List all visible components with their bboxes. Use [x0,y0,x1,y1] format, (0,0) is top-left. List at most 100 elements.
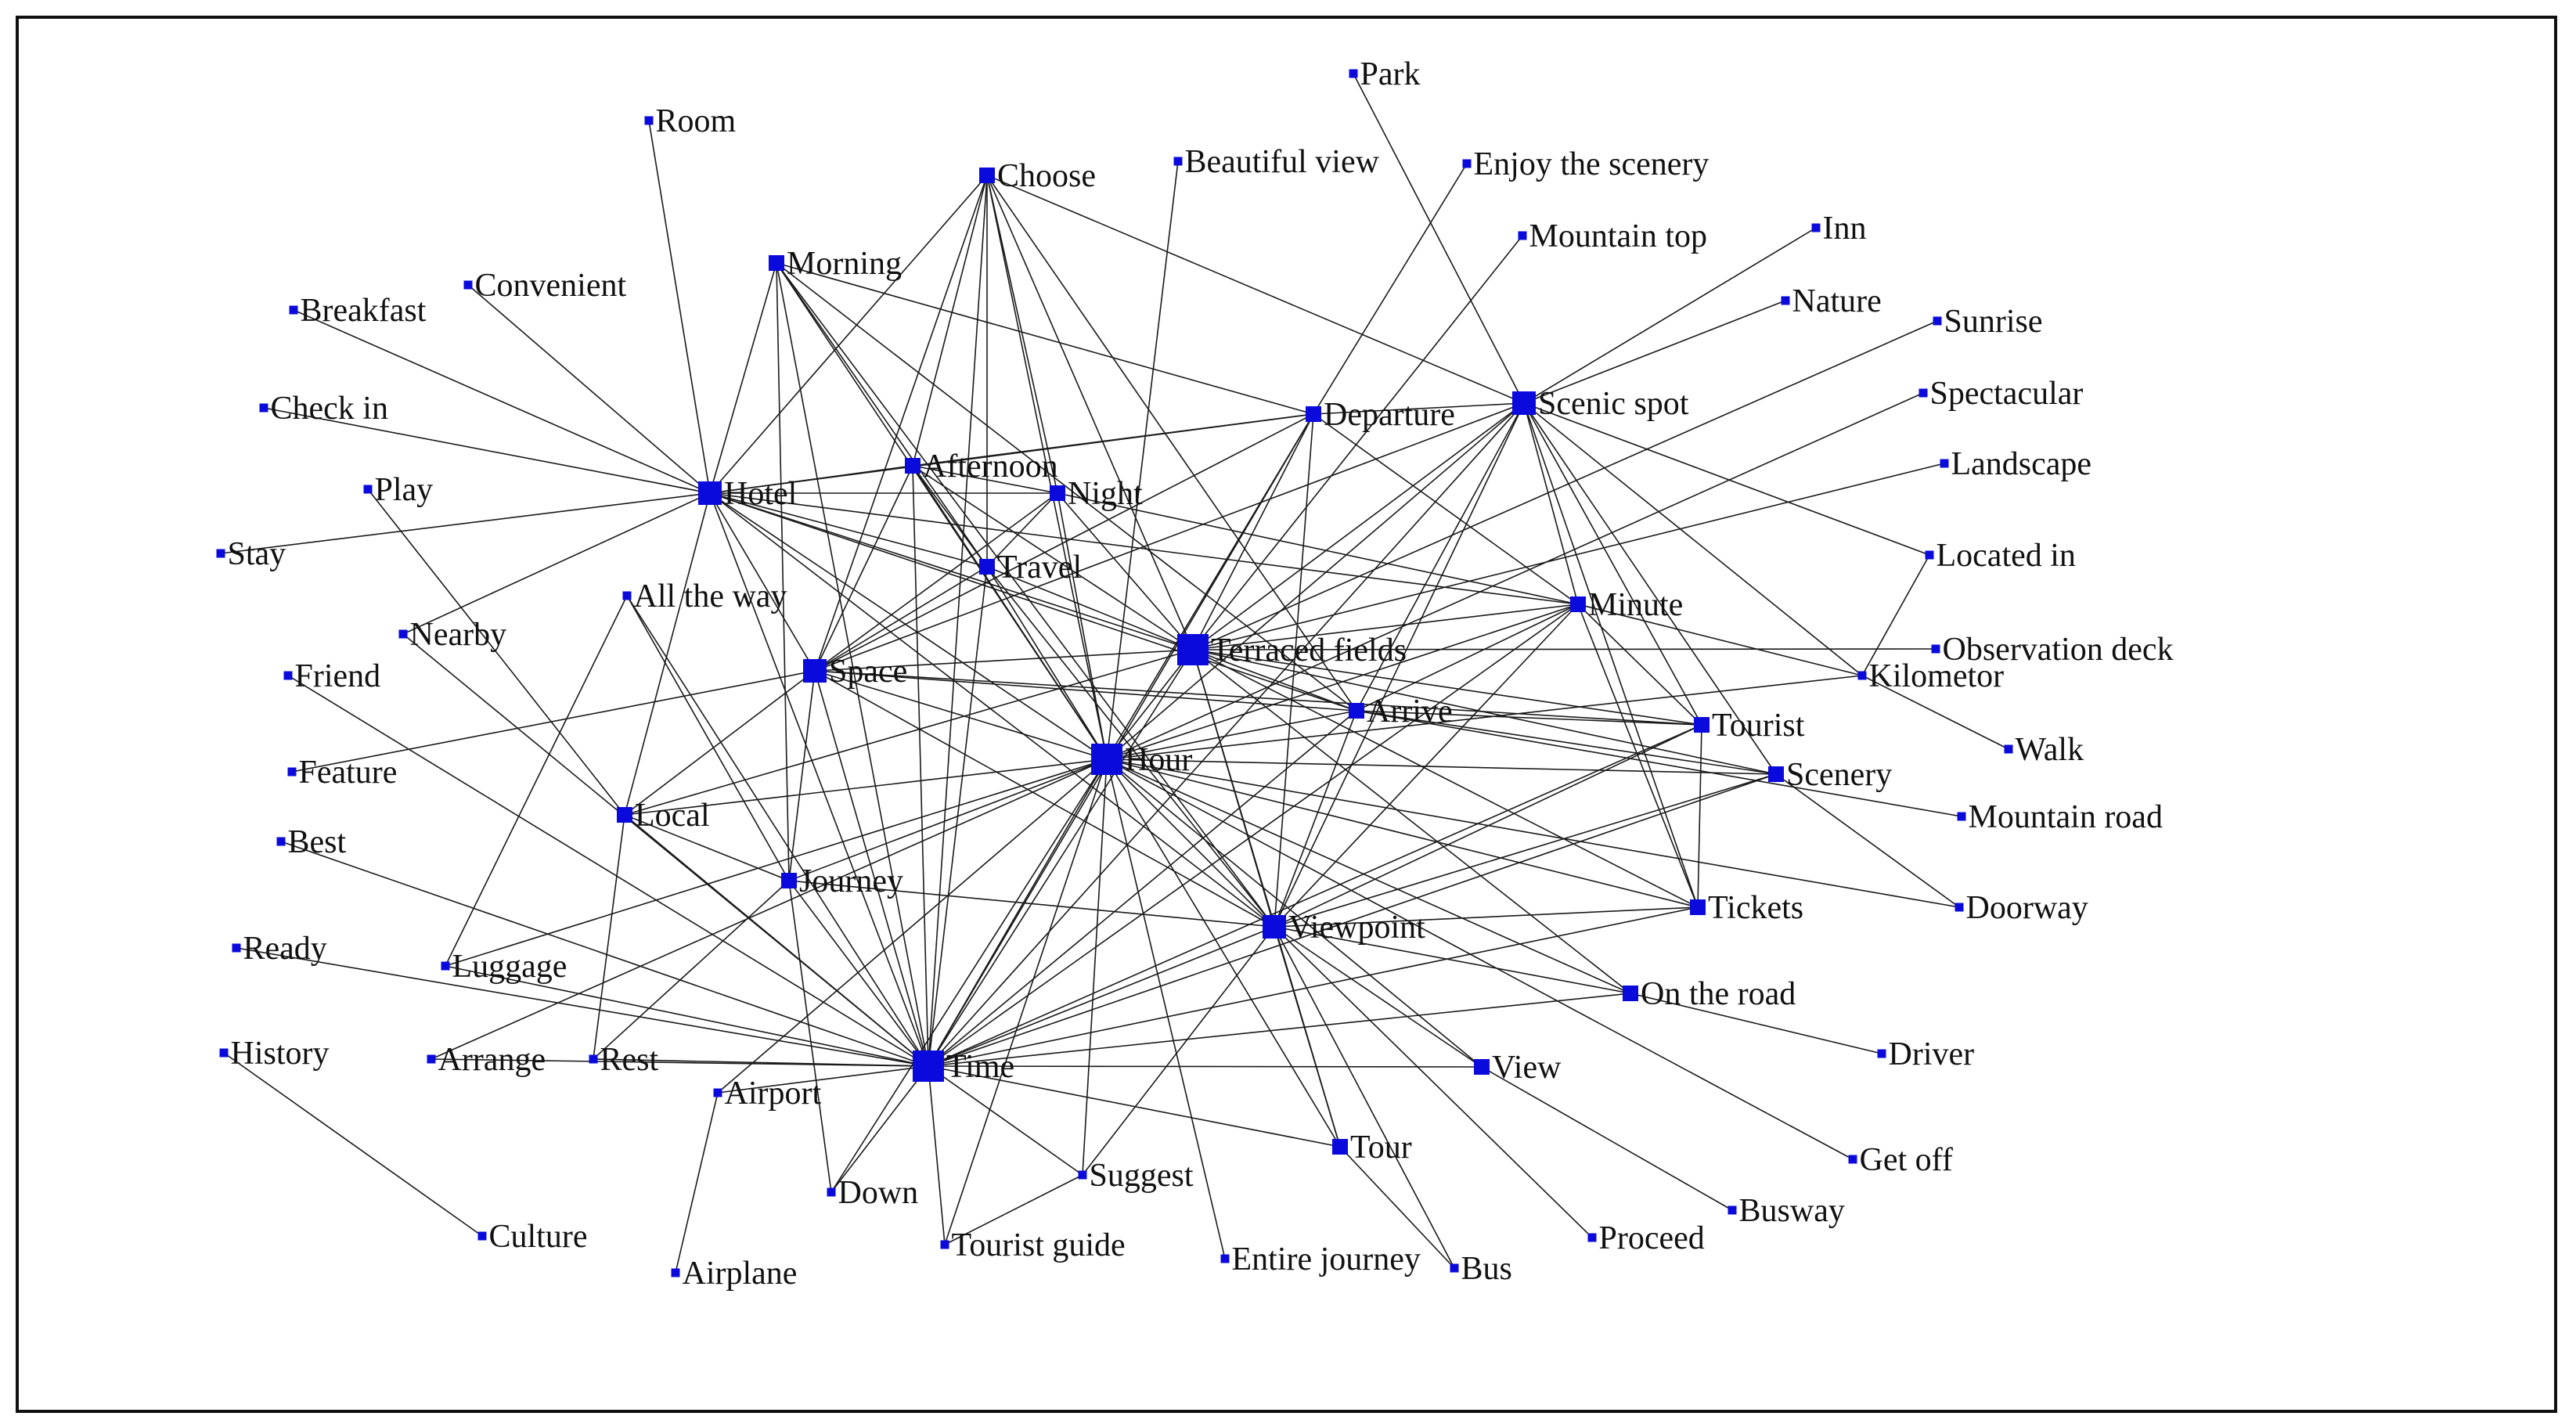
node-bus[interactable]: Bus [1450,1251,1512,1287]
edge-terraced-fields-to-local [624,649,1194,816]
node-luggage[interactable]: Luggage [441,949,567,985]
node-spectacular[interactable]: Spectacular [1918,376,2084,412]
node-play[interactable]: Play [363,472,434,508]
node-down[interactable]: Down [827,1175,919,1211]
node-park[interactable]: Park [1349,56,1421,92]
node-mountain-road[interactable]: Mountain road [1957,799,2163,835]
node-airport[interactable]: Airport [713,1076,822,1112]
node-sunrise[interactable]: Sunrise [1933,304,2043,340]
node-journey[interactable]: Journey [781,863,903,899]
edge-departure-to-terraced-fields [1192,413,1314,650]
node-marker-choose [979,168,995,183]
node-best[interactable]: Best [276,824,347,860]
edge-tour-to-bus [1339,1146,1455,1269]
node-label-afternoon: Afternoon [923,449,1058,485]
node-entire-journey[interactable]: Entire journey [1220,1241,1421,1277]
node-driver[interactable]: Driver [1877,1036,1975,1072]
node-stay[interactable]: Stay [216,536,286,572]
node-label-down: Down [838,1175,919,1211]
node-room[interactable]: Room [644,103,737,139]
node-proceed[interactable]: Proceed [1587,1220,1705,1256]
node-time[interactable]: Time [913,1049,1014,1085]
edge-hotel-to-space [709,492,816,672]
node-nature[interactable]: Nature [1781,283,1882,319]
node-breakfast[interactable]: Breakfast [289,293,427,329]
node-beautiful-view[interactable]: Beautiful view [1173,144,1380,180]
edge-space-to-feature [291,670,816,773]
node-airplane[interactable]: Airplane [671,1256,798,1292]
edge-afternoon-to-space [814,465,913,672]
node-get-off[interactable]: Get off [1848,1142,1953,1178]
node-observation-deck[interactable]: Observation deck [1931,632,2174,668]
edge-hour-to-viewpoint [1106,759,1275,928]
node-culture[interactable]: Culture [477,1219,588,1255]
node-tourist[interactable]: Tourist [1694,708,1805,744]
node-marker-best [276,837,286,846]
node-terraced-fields[interactable]: Terraced fields [1177,632,1407,668]
node-local[interactable]: Local [617,798,710,834]
node-doorway[interactable]: Doorway [1955,890,2088,926]
edge-luggage-to-time [445,965,929,1067]
node-travel[interactable]: Travel [979,550,1082,586]
edge-breakfast-to-hotel [293,309,711,494]
node-marker-check-in [259,403,268,413]
node-viewpoint[interactable]: Viewpoint [1263,910,1425,946]
node-departure[interactable]: Departure [1306,397,1455,433]
node-space[interactable]: Space [803,654,907,690]
node-marker-afternoon [905,458,921,474]
node-marker-time [913,1050,944,1082]
node-landscape[interactable]: Landscape [1940,446,2092,482]
node-hotel[interactable]: Hotel [698,476,797,512]
node-nearby[interactable]: Nearby [398,617,507,653]
node-morning[interactable]: Morning [769,246,902,282]
node-friend[interactable]: Friend [283,658,381,694]
node-night[interactable]: Night [1050,476,1143,512]
node-scenery[interactable]: Scenery [1768,757,1892,793]
node-arrive[interactable]: Arrive [1349,694,1453,730]
node-feature[interactable]: Feature [287,755,398,791]
edge-hotel-to-travel [709,492,988,568]
edge-time-to-suggest [928,1065,1083,1176]
edge-departure-to-minute [1313,413,1579,605]
node-all-the-way[interactable]: All the way [622,578,787,614]
node-check-in[interactable]: Check in [259,391,388,427]
node-label-friend: Friend [295,658,381,694]
node-afternoon[interactable]: Afternoon [905,449,1058,485]
node-suggest[interactable]: Suggest [1078,1158,1194,1194]
edge-night-to-hour [1057,492,1108,760]
edge-space-to-journey [788,670,816,881]
node-tour[interactable]: Tour [1332,1130,1412,1166]
node-inn[interactable]: Inn [1811,211,1867,247]
node-label-proceed: Proceed [1599,1220,1705,1256]
node-tickets[interactable]: Tickets [1690,890,1803,926]
node-label-all-the-way: All the way [634,578,787,614]
node-scenic-spot[interactable]: Scenic spot [1512,386,1689,422]
node-kilometor[interactable]: Kilometor [1857,658,2005,694]
edge-terraced-fields-to-arrive [1192,649,1357,712]
node-walk[interactable]: Walk [2004,732,2084,768]
node-tourist-guide[interactable]: Tourist guide [940,1227,1126,1263]
node-hour[interactable]: Hour [1091,742,1192,778]
node-located-in[interactable]: Located in [1925,538,2076,574]
node-convenient[interactable]: Convenient [463,268,627,304]
node-history[interactable]: History [219,1036,330,1072]
edge-sunrise-to-terraced-fields [1192,320,1938,650]
edge-beautiful-view-to-hour [1106,160,1179,760]
node-busway[interactable]: Busway [1728,1193,1845,1229]
node-view[interactable]: View [1474,1050,1562,1086]
node-on-the-road[interactable]: On the road [1623,976,1796,1012]
node-ready[interactable]: Ready [232,931,327,967]
node-label-travel: Travel [997,550,1082,586]
edge-afternoon-to-terraced-fields [912,465,1194,650]
node-mountain-top[interactable]: Mountain top [1518,218,1708,254]
node-arrange[interactable]: Arrange [427,1042,546,1078]
edge-hotel-to-stay [220,492,711,554]
edge-departure-to-space [814,413,1314,672]
node-rest[interactable]: Rest [589,1042,659,1078]
node-enjoy-scenery[interactable]: Enjoy the scenery [1462,146,1710,182]
node-choose[interactable]: Choose [979,158,1096,194]
node-marker-night [1050,485,1065,501]
node-label-view: View [1492,1050,1562,1086]
node-minute[interactable]: Minute [1570,587,1683,623]
